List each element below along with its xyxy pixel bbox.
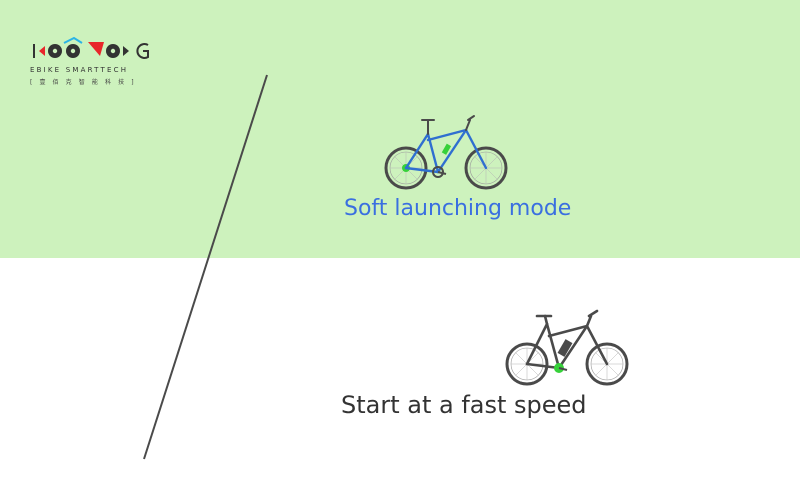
soft-mode-label: Soft launching mode [344, 196, 572, 221]
fast-mode-label: Start at a fast speed [341, 391, 587, 419]
brand-logo-icon [33, 36, 149, 59]
brand-tagline: EBIKE SMARTTECH [30, 66, 129, 74]
bicycle-blue-frame-icon [384, 115, 508, 190]
brand-subtitle: [ 壹 佰 克 智 能 科 技 ] [30, 79, 137, 86]
soft-mode-panel [0, 0, 800, 258]
bicycle-grey-frame-icon [505, 309, 629, 386]
